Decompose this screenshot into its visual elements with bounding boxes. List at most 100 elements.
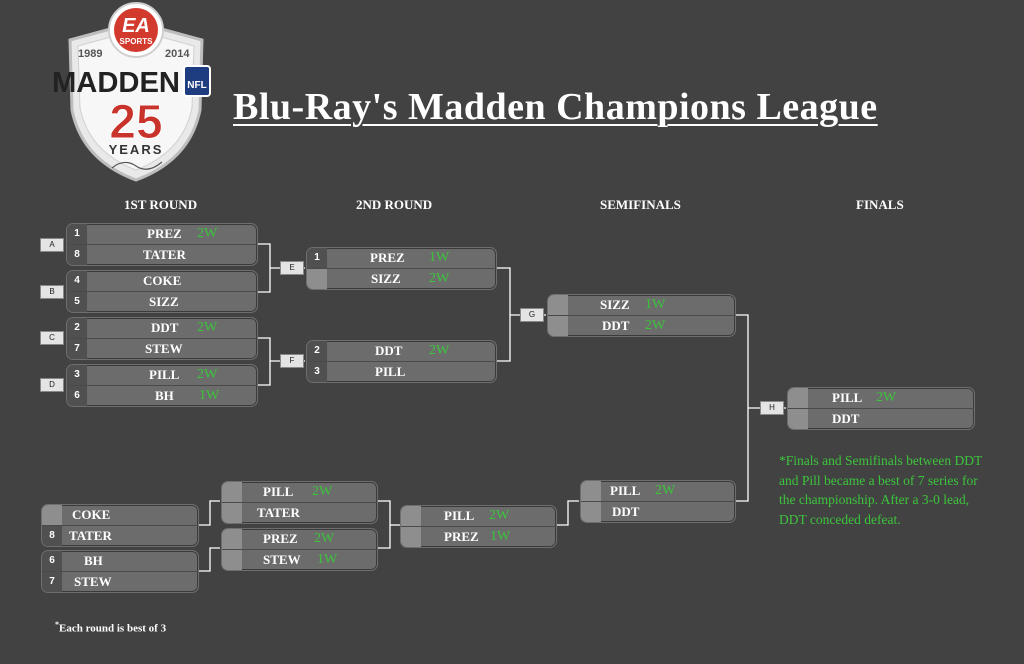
seed: 7 bbox=[42, 572, 62, 592]
win-count: 2W bbox=[312, 484, 333, 499]
seed bbox=[581, 481, 601, 501]
seed bbox=[548, 316, 568, 336]
team-name: STEW bbox=[145, 341, 183, 356]
svg-text:1989: 1989 bbox=[78, 48, 102, 60]
seed bbox=[788, 409, 808, 429]
win-count: 2W bbox=[429, 343, 450, 358]
match-tag-g: G bbox=[520, 308, 544, 322]
team-row[interactable]: TATER bbox=[222, 502, 377, 523]
team-name: SIZZ bbox=[600, 297, 630, 312]
win-count: 2W bbox=[197, 226, 218, 241]
team-row[interactable]: PILL 2W bbox=[788, 388, 974, 408]
seed bbox=[401, 527, 421, 547]
win-count: 2W bbox=[876, 390, 897, 405]
match-tag-b: B bbox=[40, 285, 64, 299]
match-h[interactable]: PILL 2W DDT bbox=[787, 387, 975, 430]
team-row[interactable]: COKE bbox=[42, 505, 198, 525]
footnote-text: Each round is best of 3 bbox=[59, 622, 167, 635]
svg-text:NFL: NFL bbox=[187, 80, 206, 91]
team-name: TATER bbox=[257, 505, 300, 520]
team-row[interactable]: 7 STEW bbox=[67, 338, 257, 359]
win-count: 2W bbox=[645, 318, 666, 333]
match-tag-e: E bbox=[280, 261, 304, 275]
team-name: COKE bbox=[72, 507, 111, 522]
win-count: 2W bbox=[197, 320, 218, 335]
svg-text:EA: EA bbox=[122, 15, 150, 37]
seed: 7 bbox=[67, 339, 87, 359]
madden-shield-icon: EA SPORTS 1989 2014 MADDEN NFL 25 YEARS bbox=[52, 2, 211, 182]
team-row[interactable]: DDT bbox=[581, 501, 735, 522]
seed: 3 bbox=[307, 362, 327, 382]
footnote-star: * bbox=[55, 620, 59, 629]
round-label-2nd: 2ND ROUND bbox=[356, 197, 433, 212]
team-name: PREZ bbox=[370, 250, 405, 265]
team-name: PILL bbox=[610, 483, 641, 498]
team-name: TATER bbox=[69, 528, 112, 543]
finals-note: *Finals and Semifinals between DDT and P… bbox=[779, 453, 982, 527]
win-count: 1W bbox=[317, 552, 338, 567]
seed bbox=[42, 505, 62, 525]
seed bbox=[548, 295, 568, 315]
team-name: DDT bbox=[832, 411, 860, 426]
seed: 6 bbox=[42, 551, 62, 571]
svg-text:SPORTS: SPORTS bbox=[120, 37, 154, 46]
team-name: PILL bbox=[444, 508, 475, 523]
match-tag-c: C bbox=[40, 331, 64, 345]
page-title: Blu-Ray's Madden Champions League bbox=[233, 86, 878, 128]
team-row[interactable]: DDT bbox=[788, 408, 974, 429]
win-count: 1W bbox=[490, 529, 511, 544]
seed: 4 bbox=[67, 271, 87, 291]
team-name: DDT bbox=[602, 318, 630, 333]
seed: 3 bbox=[67, 365, 87, 385]
seed bbox=[401, 506, 421, 526]
team-row[interactable]: DDT 2W bbox=[548, 315, 735, 336]
team-name: DDT bbox=[612, 504, 640, 519]
team-name: PILL bbox=[832, 390, 863, 405]
round-label-1st: 1ST ROUND bbox=[124, 197, 198, 212]
team-name: TATER bbox=[143, 247, 186, 262]
team-name: SIZZ bbox=[149, 294, 179, 309]
madden-25-logo: EA SPORTS 1989 2014 MADDEN NFL 25 YEARS bbox=[50, 0, 222, 184]
seed bbox=[307, 269, 327, 289]
win-count: 2W bbox=[429, 271, 450, 286]
team-row[interactable]: 8 TATER bbox=[67, 244, 257, 265]
seed: 8 bbox=[67, 245, 87, 265]
svg-text:25: 25 bbox=[109, 96, 162, 149]
seed bbox=[222, 503, 242, 523]
footnote: *Each round is best of 3 bbox=[55, 620, 166, 635]
